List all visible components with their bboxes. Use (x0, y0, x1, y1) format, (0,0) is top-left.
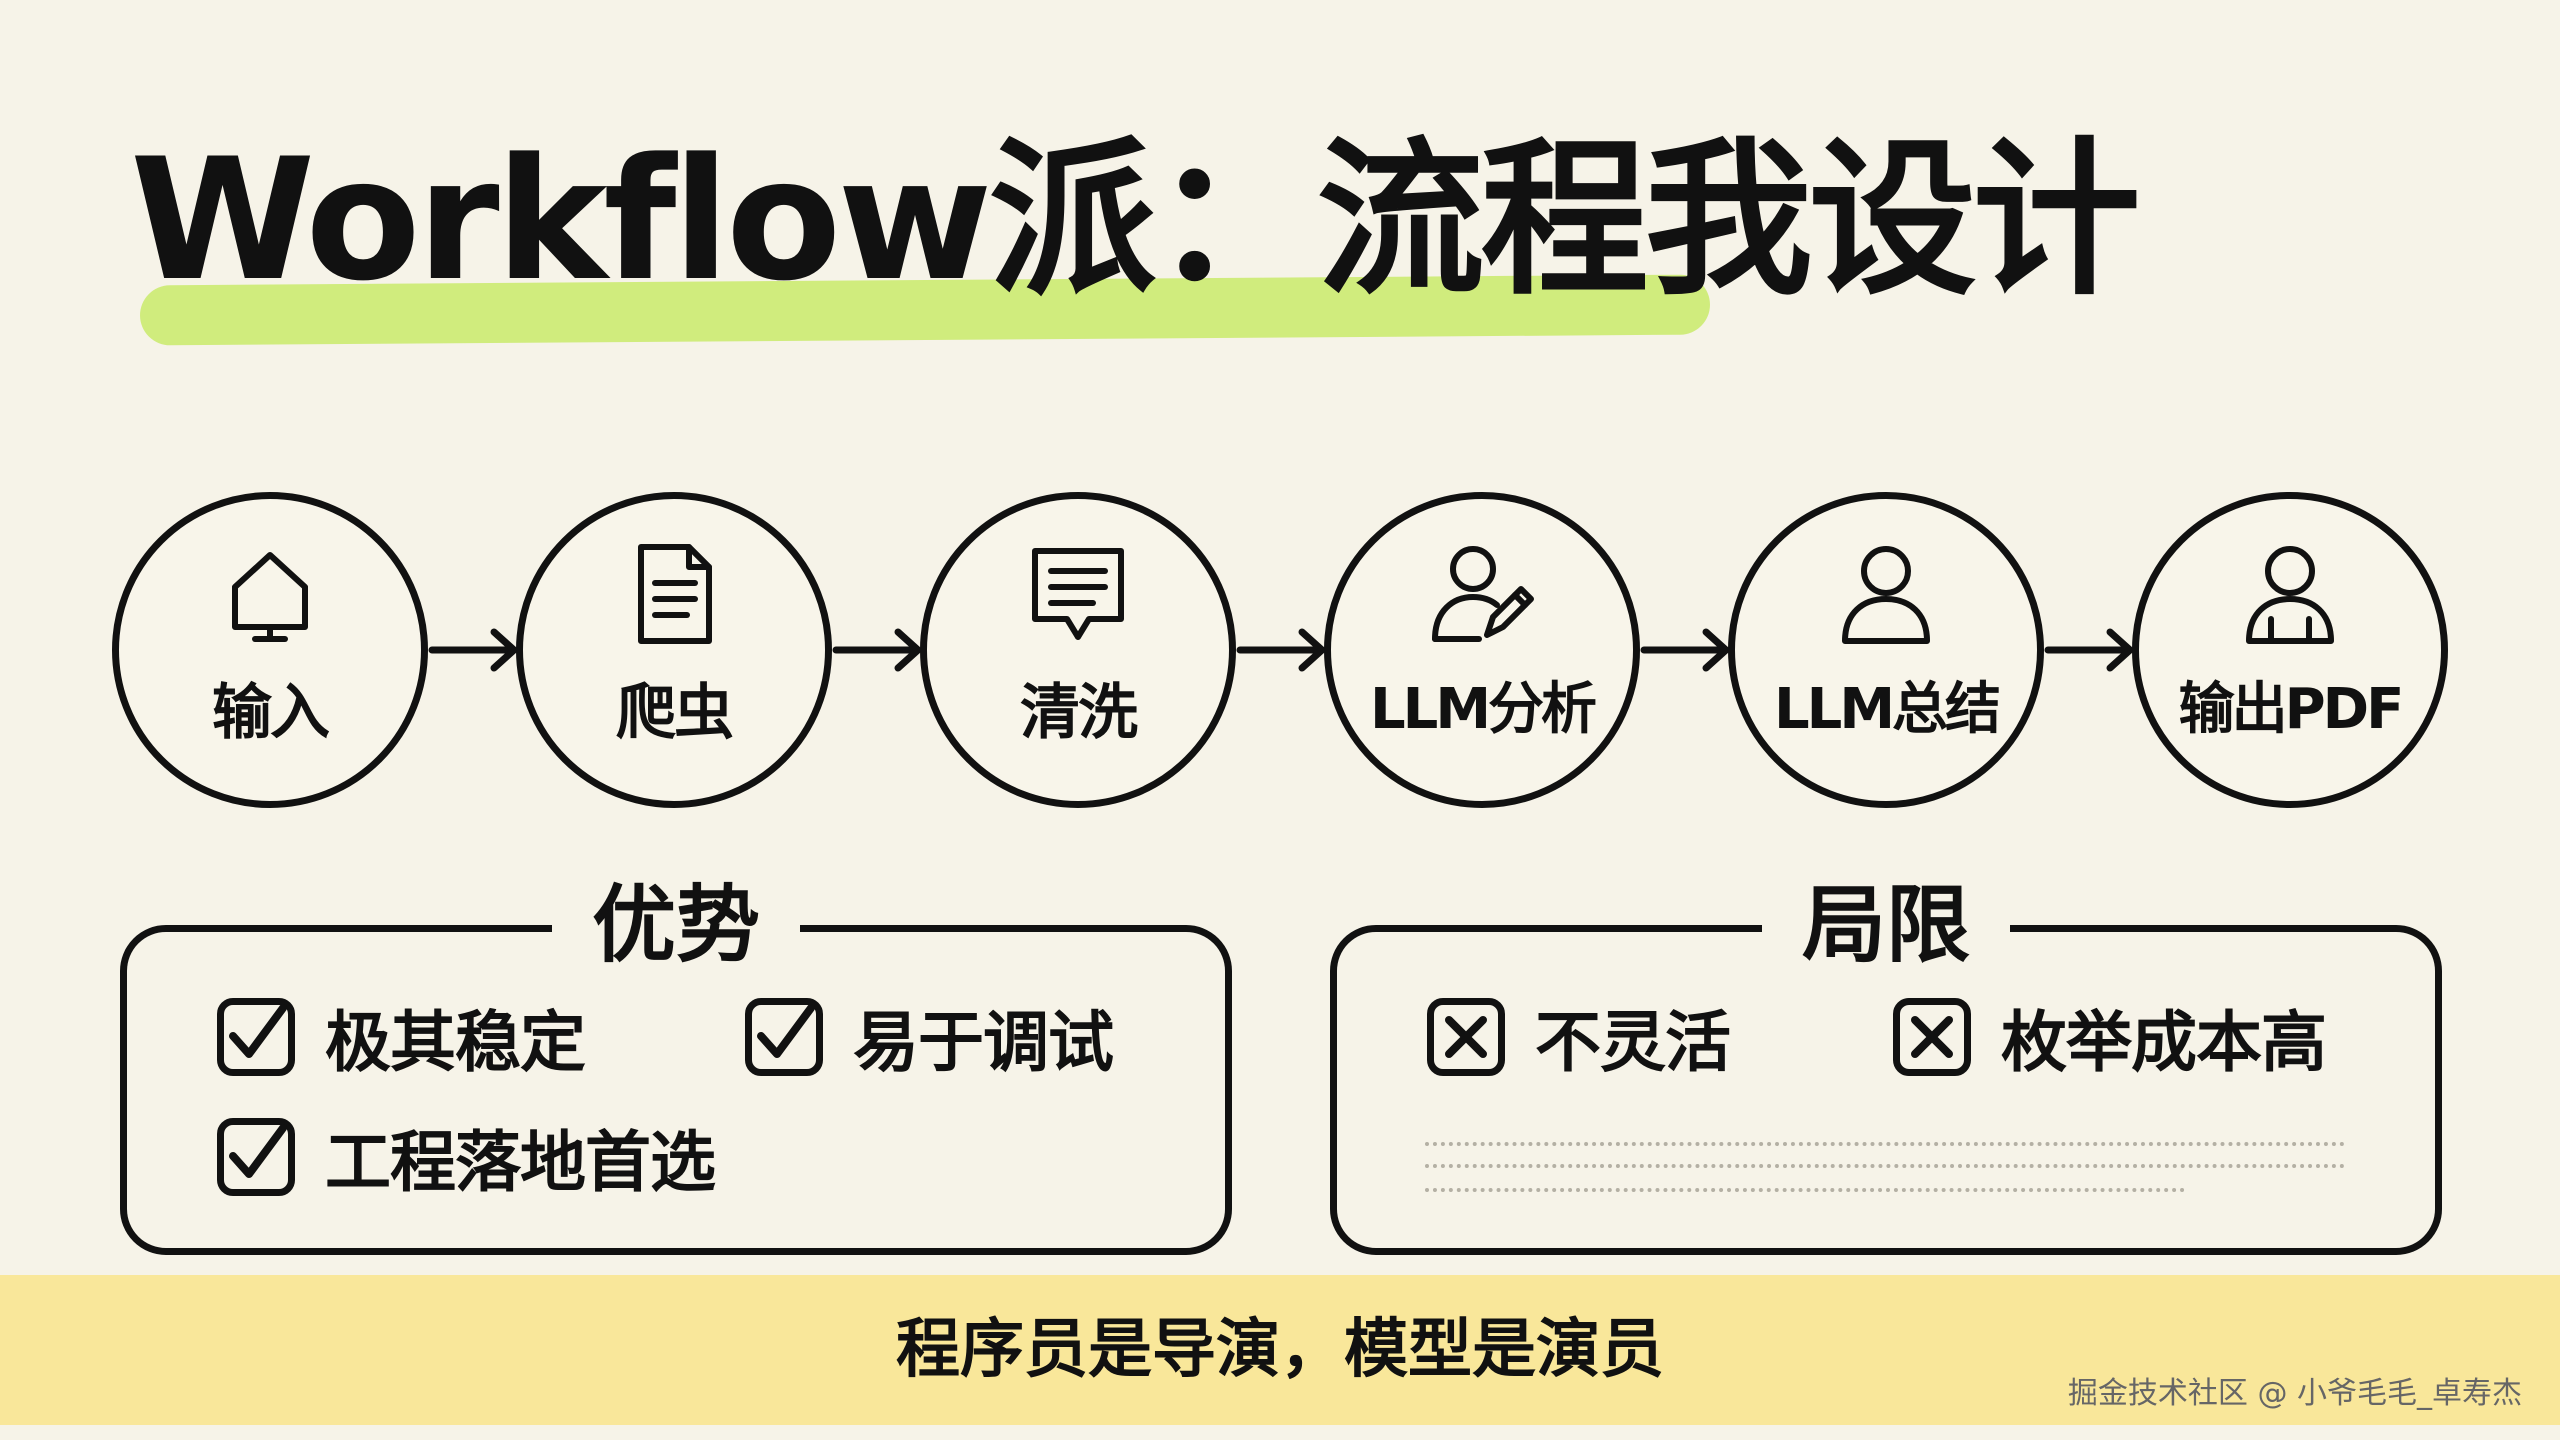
placeholder-line (1425, 1142, 2345, 1146)
flow-node-label: 输入 (212, 678, 330, 748)
advantage-text: 极其稳定 (325, 1004, 586, 1081)
flow-node-label: 爬虫 (616, 678, 734, 748)
flow-node-input: 输入 (112, 492, 428, 808)
flow-node-llm-analysis: LLM分析 (1324, 492, 1640, 808)
limitation-text: 枚举成本高 (2001, 1004, 2327, 1081)
checkbox-icon (217, 998, 295, 1076)
footer-band: 程序员是导演，模型是演员 (0, 1275, 2560, 1425)
flow-node-label: 清洗 (1020, 678, 1138, 748)
advantage-item: 极其稳定 (217, 987, 586, 1087)
placeholder-line (1425, 1164, 2345, 1168)
arrow-3 (1236, 628, 1326, 672)
limitations-title-wrap: 局限 (1337, 870, 2435, 980)
advantage-item: 工程落地首选 (217, 1107, 716, 1207)
document-icon (619, 539, 729, 649)
advantage-item: 易于调试 (745, 987, 1114, 1087)
flow-node-cleaning: 清洗 (920, 492, 1236, 808)
footer-text: 程序员是导演，模型是演员 (896, 1313, 1664, 1387)
limitation-item: 枚举成本高 (1893, 987, 2327, 1087)
flow-node-output-pdf: 输出PDF (2132, 492, 2448, 808)
x-box-icon (1427, 998, 1505, 1076)
arrow-5 (2044, 628, 2134, 672)
house-icon (215, 539, 325, 649)
x-box-icon (1893, 998, 1971, 1076)
advantage-text: 易于调试 (853, 1004, 1114, 1081)
message-icon (1023, 539, 1133, 649)
flow-node-label: LLM分析 (1369, 677, 1597, 742)
limitations-title: 局限 (1761, 870, 2010, 980)
placeholder-line (1425, 1188, 2185, 1192)
arrow-4 (1640, 628, 1730, 672)
advantages-panel: 优势 极其稳定 易于调试 工程落地首选 (120, 870, 1232, 1255)
flow-node-crawler: 爬虫 (516, 492, 832, 808)
watermark: 掘金技术社区 @ 小爷毛毛_卓寿杰 (2067, 1376, 2522, 1411)
page-title: Workflow派：流程我设计 (130, 122, 2141, 318)
limitation-item: 不灵活 (1427, 987, 1731, 1087)
user-icon (2235, 539, 2345, 649)
arrow-1 (428, 628, 518, 672)
advantages-title-wrap: 优势 (127, 870, 1225, 980)
limitation-text: 不灵活 (1535, 1004, 1731, 1081)
flow-arrows (428, 628, 2134, 672)
user-icon (1831, 539, 1941, 649)
arrow-2 (832, 628, 922, 672)
advantage-text: 工程落地首选 (325, 1124, 716, 1201)
title-area: Workflow派：流程我设计 (130, 120, 2141, 360)
checkbox-icon (745, 998, 823, 1076)
advantages-title: 优势 (551, 870, 800, 980)
flow-node-label: LLM总结 (1773, 677, 2001, 742)
user-edit-icon (1427, 539, 1537, 649)
flow-node-llm-summary: LLM总结 (1728, 492, 2044, 808)
limitations-panel: 局限 不灵活 枚举成本高 (1330, 870, 2442, 1255)
checkbox-icon (217, 1118, 295, 1196)
flow-node-label: 输出PDF (2178, 677, 2405, 742)
workflow-diagram: 输入 爬虫 清洗 LLM分析 (0, 480, 2560, 820)
